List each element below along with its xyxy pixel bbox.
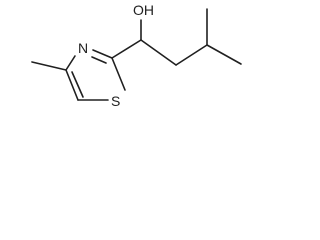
nitrogen-label: N <box>78 40 88 56</box>
bond-c2-n-inner <box>91 56 107 64</box>
structure-canvas: OH N S <box>0 0 248 115</box>
bond-c2-n-outer <box>92 49 113 59</box>
bond-methyl-c4 <box>31 61 67 71</box>
bond-c2-carbinol <box>111 39 142 59</box>
sulfur-label: S <box>111 93 120 109</box>
hydroxyl-label: OH <box>133 2 154 18</box>
bond-carbinol-ch2 <box>140 39 177 66</box>
bond-s-c2 <box>111 57 126 91</box>
bond-n-c4 <box>65 55 76 71</box>
bond-ch2-ch <box>175 44 208 66</box>
bond-c4-c5-inner <box>71 71 84 98</box>
bond-ch-methyl-right <box>206 44 242 65</box>
chemical-structure-diagram: OH N S <box>31 2 242 109</box>
bond-c4-c5-outer <box>65 69 79 101</box>
